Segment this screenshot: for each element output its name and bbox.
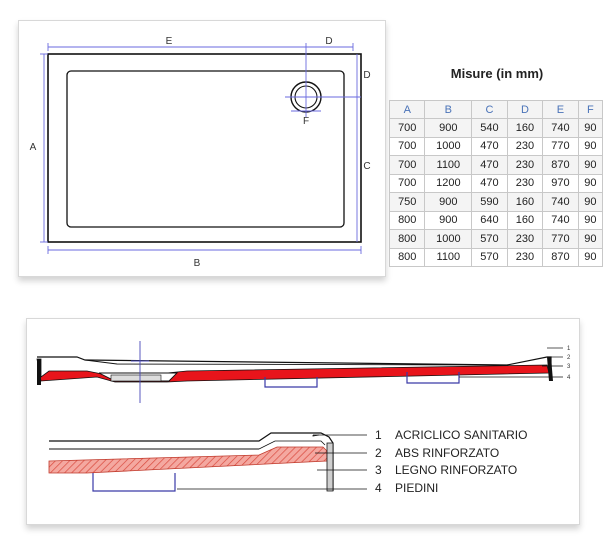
table-cell: 90 bbox=[577, 192, 604, 212]
table-cell: 470 bbox=[471, 136, 508, 156]
header-d: D bbox=[506, 100, 544, 119]
table-cell: 160 bbox=[506, 118, 544, 138]
table-cell: 230 bbox=[506, 155, 544, 175]
table-cell: 230 bbox=[506, 173, 544, 193]
table-cell: 700 bbox=[388, 136, 426, 156]
plan-view-svg: E D D A C B F bbox=[30, 36, 371, 269]
foot-detail bbox=[92, 473, 176, 492]
small-number-3: 3 bbox=[567, 364, 571, 370]
table-cell: 750 bbox=[388, 192, 426, 212]
table-cell: 1200 bbox=[424, 173, 473, 193]
table-title: Misure (in mm) bbox=[450, 66, 544, 81]
legend-text-2: ABS RINFORZATO bbox=[395, 446, 499, 460]
table-cell: 700 bbox=[388, 155, 426, 175]
table-cell: 470 bbox=[471, 173, 508, 193]
table-cell: 970 bbox=[542, 173, 579, 193]
table-cell: 770 bbox=[542, 229, 579, 249]
plan-view-diagram: E D D A C B F bbox=[18, 20, 386, 277]
table-cell: 870 bbox=[542, 247, 579, 267]
table-cell: 570 bbox=[471, 247, 508, 267]
legend-number-4: 4 bbox=[375, 481, 382, 495]
small-number-4: 4 bbox=[567, 375, 571, 381]
foot-left bbox=[264, 377, 318, 388]
legend-text-1: ACRICLICO SANITARIO bbox=[395, 428, 527, 442]
table-cell: 700 bbox=[388, 118, 426, 138]
wood-layer-detail bbox=[48, 446, 328, 474]
table-cell: 740 bbox=[542, 210, 579, 230]
table-cell: 160 bbox=[506, 210, 544, 230]
table-cell: 90 bbox=[577, 155, 604, 175]
label-f: F bbox=[303, 116, 309, 127]
table-cell: 770 bbox=[542, 136, 579, 156]
table-cell: 90 bbox=[577, 229, 604, 249]
label-b: B bbox=[194, 258, 201, 269]
table-cell: 870 bbox=[542, 155, 579, 175]
upper-section: 1 2 3 4 bbox=[36, 341, 571, 403]
detail-section: 1 ACRICLICO SANITARIO 2 ABS RINFORZATO 3… bbox=[48, 428, 527, 495]
table-cell: 90 bbox=[577, 247, 604, 267]
legend-number-1: 1 bbox=[375, 428, 382, 442]
table-cell: 900 bbox=[424, 118, 473, 138]
table-cell: 640 bbox=[471, 210, 508, 230]
table-cell: 740 bbox=[542, 118, 579, 138]
legend-number-3: 3 bbox=[375, 463, 382, 477]
cross-section-svg: 1 2 3 4 bbox=[36, 341, 571, 495]
header-c: C bbox=[471, 100, 508, 119]
small-number-1: 1 bbox=[567, 346, 571, 352]
table-cell: 800 bbox=[388, 229, 426, 249]
label-c: C bbox=[363, 161, 370, 172]
legend-text-4: PIEDINI bbox=[395, 481, 438, 495]
table-cell: 1000 bbox=[424, 229, 473, 249]
table-cell: 90 bbox=[577, 173, 604, 193]
dimension-lines bbox=[40, 43, 362, 254]
table-cell: 740 bbox=[542, 192, 579, 212]
label-d-top: D bbox=[325, 36, 332, 47]
table-cell: 1000 bbox=[424, 136, 473, 156]
table-cell: 1100 bbox=[424, 155, 473, 175]
table-cell: 230 bbox=[506, 247, 544, 267]
header-e: E bbox=[542, 100, 579, 119]
label-a: A bbox=[30, 142, 37, 153]
table-cell: 90 bbox=[577, 136, 604, 156]
foot-right bbox=[406, 372, 460, 384]
header-f: F bbox=[577, 100, 604, 119]
table-cell: 700 bbox=[388, 173, 426, 193]
table-cell: 1100 bbox=[424, 247, 473, 267]
header-a: A bbox=[388, 100, 426, 119]
table-cell: 90 bbox=[577, 118, 604, 138]
table-cell: 800 bbox=[388, 210, 426, 230]
table-header-row: A B C D E F bbox=[388, 100, 604, 119]
label-e: E bbox=[166, 36, 173, 47]
legend-text-3: LEGNO RINFORZATO bbox=[395, 463, 517, 477]
table-cell: 230 bbox=[506, 136, 544, 156]
table-cell: 230 bbox=[506, 229, 544, 249]
table-cell: 540 bbox=[471, 118, 508, 138]
table-cell: 90 bbox=[577, 210, 604, 230]
table-cell: 570 bbox=[471, 229, 508, 249]
table-cell: 160 bbox=[506, 192, 544, 212]
table-cell: 590 bbox=[471, 192, 508, 212]
table-cell: 800 bbox=[388, 247, 426, 267]
small-number-2: 2 bbox=[567, 355, 571, 361]
tray-inner-basin bbox=[66, 70, 345, 228]
cross-section-panel: 1 2 3 4 bbox=[26, 318, 580, 525]
header-b: B bbox=[424, 100, 473, 119]
table-cell: 900 bbox=[424, 192, 473, 212]
table-cell: 470 bbox=[471, 155, 508, 175]
table-cell: 900 bbox=[424, 210, 473, 230]
label-d-side: D bbox=[363, 70, 370, 81]
legend-number-2: 2 bbox=[375, 446, 382, 460]
